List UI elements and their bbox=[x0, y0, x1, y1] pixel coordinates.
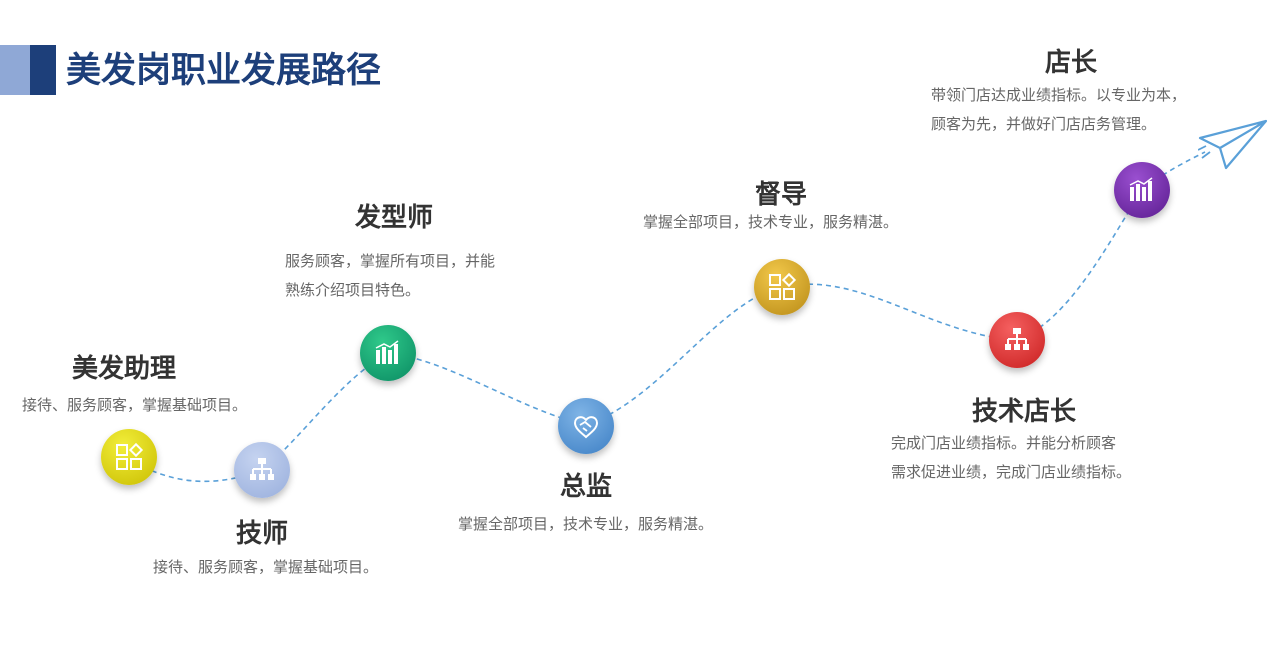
bar-chart-icon bbox=[1129, 177, 1153, 201]
node-assistant bbox=[101, 429, 157, 485]
node-store-manager bbox=[1114, 162, 1170, 218]
node-supervisor bbox=[754, 259, 810, 315]
stage-desc-tech-manager-line2: 需求促进业绩，完成门店业绩指标。 bbox=[891, 463, 1132, 481]
stage-name-tech-manager: 技术店长 bbox=[972, 397, 1077, 427]
stage-desc-director: 掌握全部项目，技术专业，服务精湛。 bbox=[458, 515, 714, 533]
stage-name-director: 总监 bbox=[560, 472, 613, 502]
stage-desc-technician: 接待、服务顾客，掌握基础项目。 bbox=[153, 558, 379, 576]
stage-desc-supervisor: 掌握全部项目，技术专业，服务精湛。 bbox=[643, 213, 899, 231]
stage-desc-stylist-line2: 熟练介绍项目特色。 bbox=[285, 281, 421, 299]
paper-plane-icon bbox=[1198, 119, 1267, 170]
stage-desc-store-manager-line1: 带领门店达成业绩指标。以专业为本， bbox=[931, 86, 1187, 104]
title-accent-dark bbox=[30, 45, 56, 95]
stage-name-stylist: 发型师 bbox=[355, 203, 434, 233]
node-tech-manager bbox=[989, 312, 1045, 368]
stage-desc-tech-manager-line1: 完成门店业绩指标。并能分析顾客 bbox=[891, 434, 1117, 452]
stage-desc-assistant: 接待、服务顾客，掌握基础项目。 bbox=[22, 396, 248, 414]
stage-desc-stylist-line1: 服务顾客，掌握所有项目，并能 bbox=[285, 252, 496, 270]
page-title: 美发岗职业发展路径 bbox=[66, 51, 382, 91]
hierarchy-icon bbox=[1005, 328, 1029, 350]
node-director bbox=[558, 398, 614, 454]
handshake-icon bbox=[573, 416, 599, 439]
apps-icon bbox=[769, 272, 797, 300]
stage-name-technician: 技师 bbox=[236, 519, 289, 549]
stage-name-supervisor: 督导 bbox=[755, 180, 808, 210]
title-accent-light bbox=[0, 45, 30, 95]
stage-name-assistant: 美发助理 bbox=[72, 354, 177, 384]
bar-chart-icon bbox=[375, 340, 399, 364]
apps-icon bbox=[116, 442, 144, 470]
node-technician bbox=[234, 442, 290, 498]
stage-desc-store-manager-line2: 顾客为先，并做好门店店务管理。 bbox=[931, 115, 1157, 133]
hierarchy-icon bbox=[250, 458, 274, 480]
node-stylist bbox=[360, 325, 416, 381]
stage-name-store-manager: 店长 bbox=[1045, 48, 1098, 78]
